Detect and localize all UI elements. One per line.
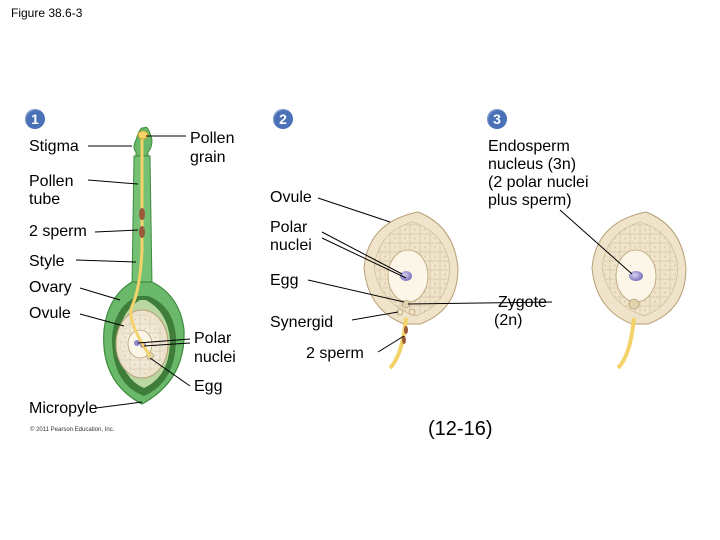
label-endosperm-3: (2 polar nuclei (488, 174, 589, 191)
label-ovule-left: Ovule (29, 305, 71, 322)
label-two-sperm-left: 2 sperm (29, 223, 87, 240)
label-zygote-2: (2n) (494, 312, 523, 329)
endosperm-nucleus-shape (629, 271, 643, 281)
label-two-sperm-mid: 2 sperm (306, 345, 364, 362)
sperm-left (139, 208, 145, 220)
step-badge-3: 3 (487, 109, 507, 129)
label-egg-mid: Egg (270, 272, 299, 289)
leader-lines-mid (307, 197, 407, 353)
label-egg-left: Egg (194, 378, 223, 395)
label-zygote-1: Zygote (498, 294, 547, 311)
figure-title: Figure 38.6-3 (11, 6, 83, 20)
leader-lines-right (407, 209, 633, 305)
pistil-illustration (103, 126, 185, 405)
pollen-tube-right (616, 317, 636, 370)
ovule-panel-2 (363, 211, 459, 370)
label-endosperm-1: Endosperm (488, 138, 570, 155)
label-ovule-mid: Ovule (270, 189, 312, 206)
label-pollen-grain-1: Pollen (190, 130, 235, 147)
polar-nuclei-mid-shape (400, 271, 412, 281)
pollen-grain-left (137, 130, 149, 140)
pollen-tube-left (129, 134, 152, 357)
label-pollen-tube-2: tube (29, 191, 61, 208)
label-polar-nuclei-left-1: Polar (194, 330, 232, 347)
leader-lines-left (75, 135, 191, 409)
step-badge-1: 1 (25, 109, 45, 129)
label-style: Style (29, 253, 65, 270)
label-polar-nuclei-mid-2: nuclei (270, 237, 312, 254)
label-micropyle: Micropyle (29, 400, 98, 417)
polar-nucleus-left (134, 340, 140, 346)
label-endosperm-2: nucleus (3n) (488, 156, 577, 173)
label-polar-nuclei-left-2: nuclei (194, 349, 236, 366)
label-pollen-tube-1: Pollen (29, 173, 74, 190)
zygote-shape (628, 298, 640, 310)
label-stigma: Stigma (29, 138, 79, 155)
sperm-mid (404, 326, 408, 334)
label-ovary: Ovary (29, 279, 72, 296)
label-synergid: Synergid (270, 314, 334, 331)
step-badge-2: 2 (273, 109, 293, 129)
label-polar-nuclei-mid-1: Polar (270, 219, 308, 236)
label-endosperm-4: plus sperm) (488, 192, 572, 209)
copyright-notice: © 2011 Pearson Education, Inc. (30, 427, 115, 433)
label-pollen-grain-2: grain (190, 149, 226, 166)
ovule-panel-3 (591, 211, 687, 370)
figure-number: (12-16) (428, 418, 493, 440)
